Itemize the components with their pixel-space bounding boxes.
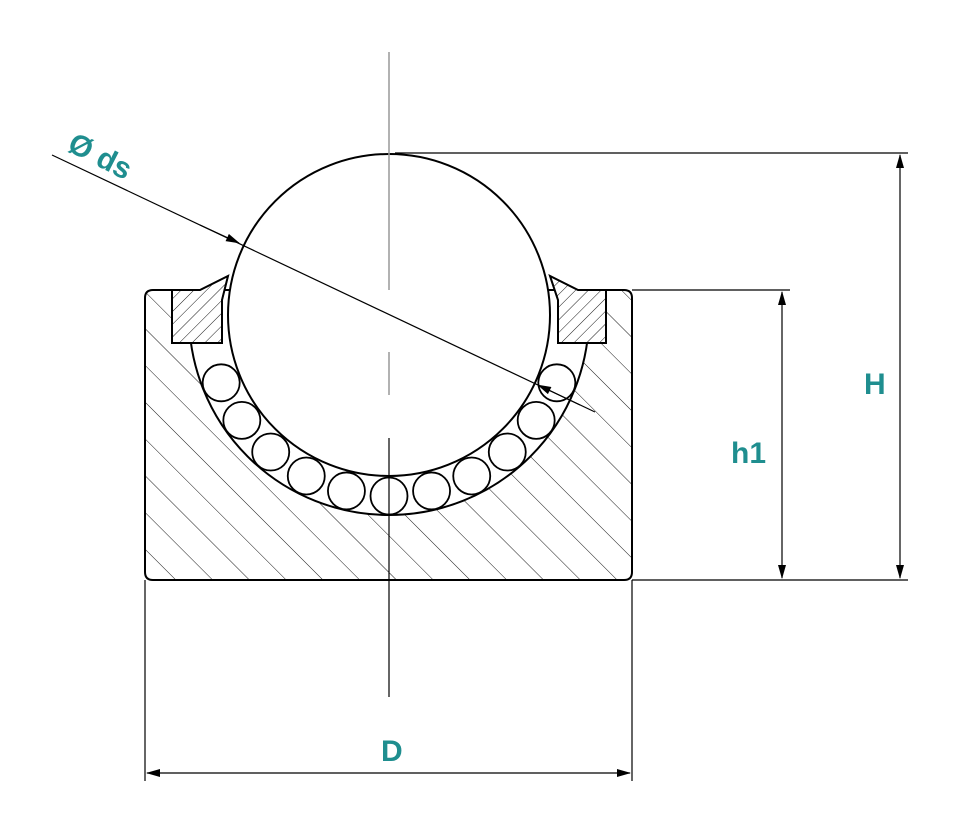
- retainer-ring-left-hatch: [171, 274, 230, 344]
- support-ball: [286, 456, 326, 496]
- ds-leader-line: [51, 154, 596, 413]
- retainer-ring-right-hatch: [548, 274, 607, 344]
- support-ball: [222, 400, 262, 440]
- support-ball: [537, 363, 577, 403]
- support-ball: [452, 456, 492, 496]
- diameter-housing-label: D: [381, 735, 403, 768]
- support-ball: [251, 432, 291, 472]
- support-ball: [487, 432, 527, 472]
- ds-arrow-right: [537, 384, 581, 406]
- height-total-label: H: [864, 368, 886, 401]
- ds-arrow-left: [199, 224, 240, 244]
- support-ball: [201, 363, 241, 403]
- support-ball: [516, 400, 556, 440]
- support-balls: [201, 363, 577, 516]
- support-ball: [327, 471, 366, 511]
- support-ball: [412, 471, 451, 511]
- height-housing-label: h1: [731, 437, 766, 470]
